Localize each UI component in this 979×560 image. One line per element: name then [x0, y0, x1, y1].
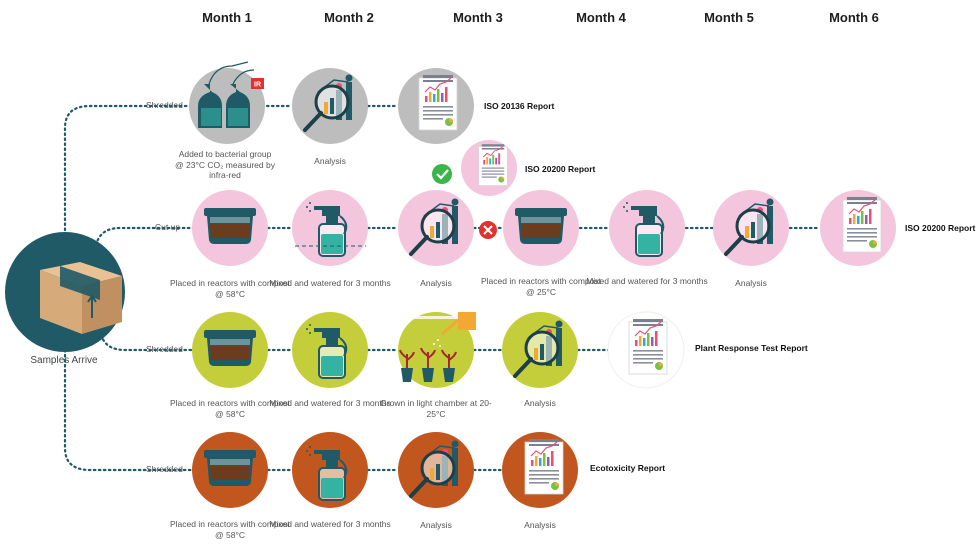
report-node [461, 140, 517, 196]
report-node [502, 432, 578, 508]
analysis-node [398, 190, 474, 266]
report-label: Plant Response Test Report [695, 343, 808, 353]
step-caption: Placed in reactors with compost @ 58°C [170, 278, 290, 299]
branch-label: Cut up [155, 222, 181, 232]
samples-arrive-node [5, 232, 125, 352]
step-caption: Analysis [420, 520, 452, 530]
analysis-node [502, 312, 578, 388]
report-node [820, 190, 896, 266]
origin-label: Samples Arrive [30, 355, 98, 366]
analysis-node [713, 190, 789, 266]
branch-label: Shredded [146, 464, 183, 474]
step-caption: Analysis [420, 278, 452, 288]
report-label: Ecotoxicity Report [590, 463, 666, 473]
report-label: ISO 20200 Report [525, 164, 596, 174]
step-caption: Mixed and watered for 3 months [269, 278, 391, 288]
report-label: ISO 20200 Report [905, 223, 976, 233]
reactor-node [192, 312, 268, 388]
month-header: Month 1 [202, 10, 252, 25]
step-caption: Mixed and watered for 3 months [269, 519, 391, 529]
month-header: Month 4 [576, 10, 626, 25]
bottles-node: IR [189, 61, 265, 144]
report-label: ISO 20136 Report [484, 101, 555, 111]
reactor-node [192, 432, 268, 508]
spray-node [292, 190, 368, 266]
check-icon [432, 164, 452, 184]
month-header: Month 6 [829, 10, 879, 25]
spray-node [292, 312, 368, 388]
step-caption: Grown in light chamber at 20-25°C [380, 398, 492, 419]
step-caption: Analysis [735, 278, 767, 288]
report-node [607, 311, 685, 389]
cross-icon [479, 221, 497, 239]
reactor-node [503, 190, 579, 266]
month-header: Month 3 [453, 10, 503, 25]
spray-node [292, 432, 368, 508]
step-caption: Placed in reactors with compost @ 58°C [170, 519, 290, 540]
analysis-node [292, 68, 368, 144]
month-header: Month 5 [704, 10, 754, 25]
step-caption: Mixed and watered for 3 months [586, 276, 708, 286]
branch-label: Shredded [146, 100, 183, 110]
reactor-node [192, 190, 268, 266]
step-caption: Analysis [524, 520, 556, 530]
ir-badge: IR [254, 82, 261, 89]
report-node [398, 68, 474, 144]
plants-node [398, 312, 476, 388]
step-caption: Added to bacterial group @ 23°C CO₂ meas… [175, 149, 275, 180]
analysis-node [398, 432, 474, 508]
branch-label: Shredded [146, 344, 183, 354]
spray-node [609, 190, 685, 266]
watering-can-icon [433, 312, 476, 347]
step-caption: Mixed and watered for 3 months [269, 398, 391, 408]
step-caption: Placed in reactors with compost @ 25°C [481, 276, 601, 297]
step-caption: Analysis [524, 398, 556, 408]
step-caption: Analysis [314, 156, 346, 166]
month-header: Month 2 [324, 10, 374, 25]
step-caption: Placed in reactors with compost @ 58°C [170, 398, 290, 419]
